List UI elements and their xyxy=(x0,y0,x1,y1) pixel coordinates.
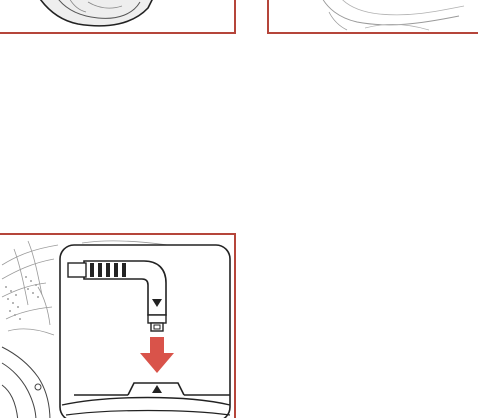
padding-dots xyxy=(5,276,39,320)
illustration-panel-top-right xyxy=(267,0,478,34)
illustration-panel-top-left xyxy=(0,0,236,34)
helmet-padding-illustration xyxy=(269,0,478,32)
helmet-shell-illustration xyxy=(0,0,234,32)
connector-insertion-illustration xyxy=(0,235,234,418)
helmet-shell-edge xyxy=(2,347,50,418)
illustration-panel-bottom xyxy=(0,233,236,418)
